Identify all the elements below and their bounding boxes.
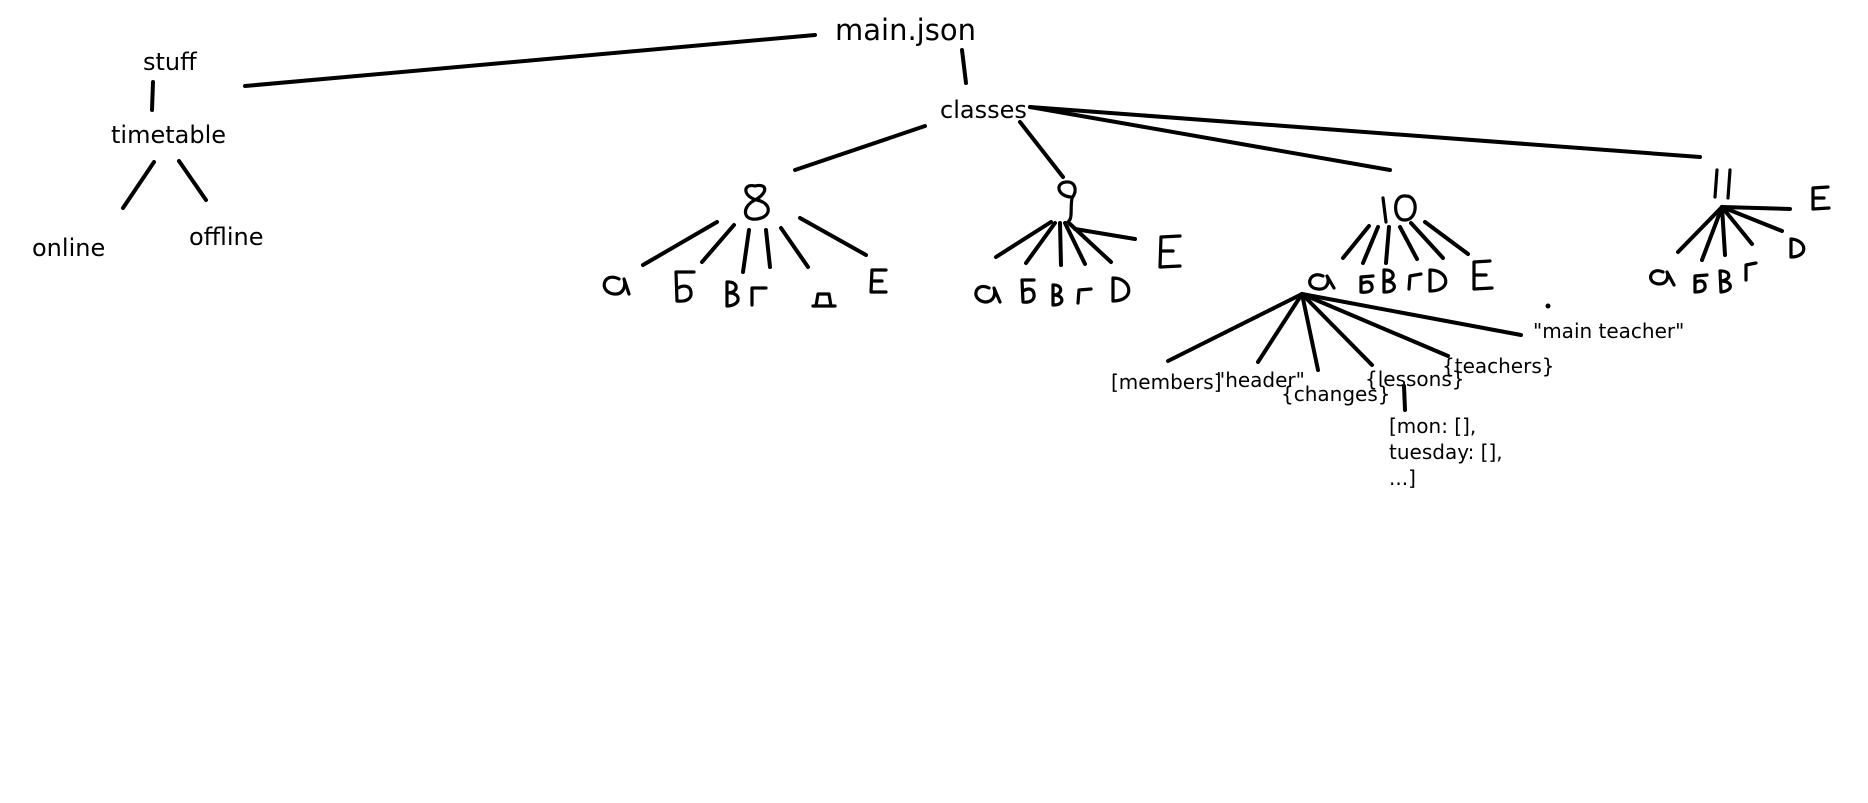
field-lessons: {lessons}: [1365, 367, 1465, 391]
edge-timetable-offline: [177, 159, 208, 202]
field-header: "header": [1216, 368, 1305, 392]
field-main-teacher: "main teacher": [1533, 319, 1685, 343]
grade-9-edges: [994, 220, 1137, 267]
grade-9-glyph: [1057, 180, 1077, 224]
edge-classes-9: [1018, 120, 1065, 179]
edge-classes-8: [793, 124, 927, 172]
timetable-label: timetable: [111, 121, 227, 149]
edge-classes-10: [1028, 105, 1392, 172]
grade-8-edges: [641, 216, 868, 274]
classes-label: classes: [940, 96, 1027, 124]
online-label: online: [32, 234, 106, 262]
edge-stuff-timetable: [150, 80, 155, 112]
field-changes: {changes}: [1281, 382, 1391, 406]
root-label: main.json: [835, 13, 976, 47]
class-fields-edges: [1166, 292, 1551, 412]
offline-label: offline: [189, 223, 264, 251]
grade-10-sections: [1308, 259, 1494, 294]
grade-11-edges: [1676, 205, 1792, 262]
edge-root-classes: [960, 48, 968, 85]
grade-11-sections: [1649, 185, 1831, 294]
edge-root-stuff: [243, 33, 817, 88]
grade-10-edges: [1341, 220, 1470, 265]
edge-classes-11: [1028, 105, 1702, 159]
field-teachers: {teachers}: [1442, 354, 1555, 378]
grade-10-glyph: [1381, 194, 1417, 224]
stuff-label: stuff: [143, 48, 197, 76]
edge-timetable-online: [121, 160, 156, 210]
field-members: [members]: [1111, 370, 1222, 394]
lessons-body: [mon: [], tuesday: [], ...]: [1389, 414, 1503, 490]
grade-11-glyph: [1713, 168, 1732, 200]
grade-9-sections: [974, 234, 1182, 307]
grade-8-glyph: [743, 183, 770, 221]
grade-8-sections: [602, 268, 888, 308]
